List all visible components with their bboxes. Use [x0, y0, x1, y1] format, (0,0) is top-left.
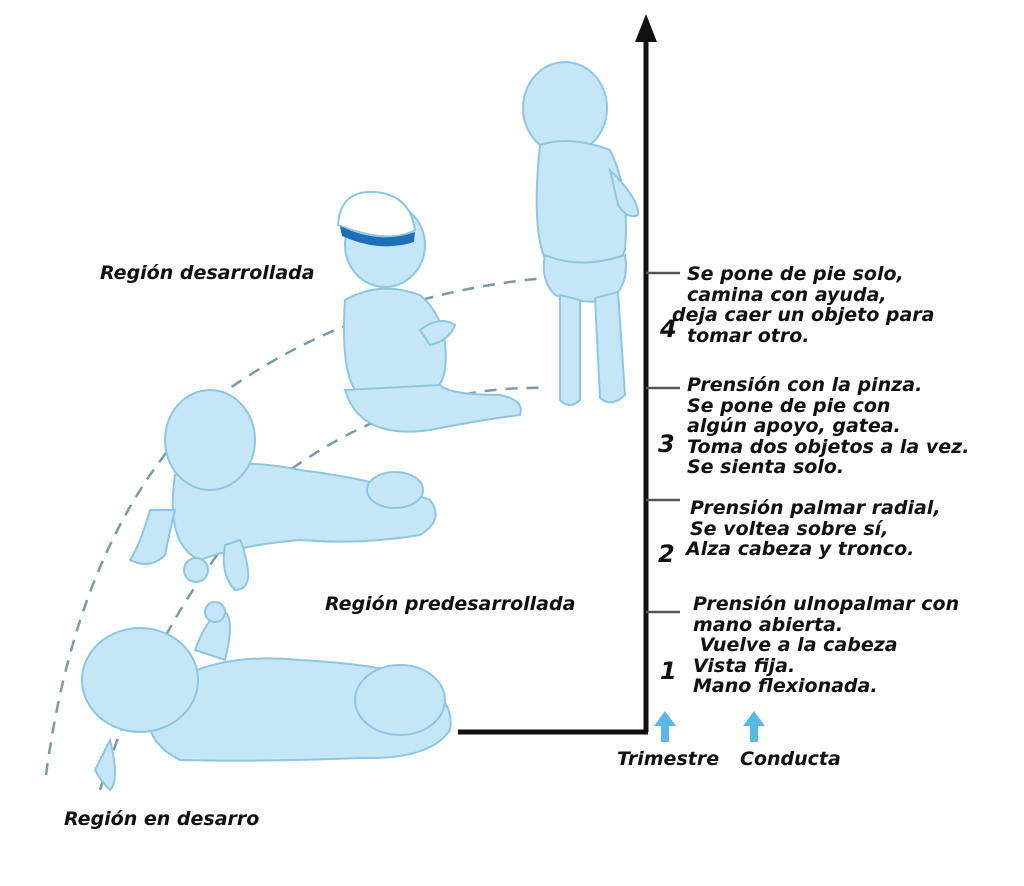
behavior-line: Se pone de pie con	[687, 394, 891, 417]
behavior-axis-label: Conducta	[740, 748, 841, 770]
behavior-line: algún apoyo, gatea.	[687, 415, 901, 437]
behavior-line: Se voltea sobre sí,	[690, 517, 889, 540]
hat-icon	[336, 190, 417, 247]
behavior-line: Se sienta solo.	[687, 456, 845, 478]
region-predeveloped-label: Región predesarrollada	[325, 593, 576, 615]
behavior-line: Prensión con la pinza.	[687, 374, 923, 396]
behavior-line: Toma dos objetos a la vez.	[687, 435, 970, 458]
behavior-text: Prensión con la pinza. Se pone de pie co…	[687, 375, 969, 478]
lying-baby-icon	[81, 601, 452, 792]
behavior-line: Se pone de pie solo,	[687, 263, 904, 285]
axis-arrowhead	[635, 14, 657, 42]
trimester-axis-label: Trimestre	[617, 748, 720, 770]
behavior-line: tomar otro.	[687, 324, 810, 347]
behavior-line: deja caer un objeto para	[672, 304, 935, 326]
behavior-line: Prensión palmar radial,	[690, 497, 941, 519]
standing-baby-icon	[522, 61, 640, 406]
behavior-line: Alza cabeza y tronco.	[686, 538, 915, 560]
region-developing-label: Región en desarro	[64, 808, 260, 830]
behavior-line: mano abierta.	[693, 613, 844, 636]
growth-axis	[458, 14, 680, 735]
trimester-number: 4	[660, 315, 677, 343]
behavior-line: Mano flexionada.	[693, 675, 878, 697]
up-arrow-icon	[743, 711, 765, 742]
behavior-text: Prensión palmar radial, Se voltea sobre …	[686, 497, 941, 560]
behavior-line: camina con ayuda,	[687, 283, 887, 306]
region-developed-label: Región desarrollada	[100, 262, 315, 284]
crawling-baby-icon	[128, 389, 437, 592]
trimester-number: 3	[658, 430, 675, 458]
behavior-text: Se pone de pie solo, camina con ayuda, d…	[672, 263, 934, 347]
behavior-line: Prensión ulnopalmar con	[693, 593, 960, 615]
up-arrow-icon	[654, 711, 676, 742]
behavior-line: Vuelve a la cabeza	[693, 634, 898, 656]
trimester-number: 2	[658, 540, 675, 568]
behavior-line: Vista fija.	[693, 654, 796, 677]
trimester-number: 1	[660, 657, 677, 685]
behavior-text: Prensión ulnopalmar con mano abierta. Vu…	[693, 594, 959, 697]
